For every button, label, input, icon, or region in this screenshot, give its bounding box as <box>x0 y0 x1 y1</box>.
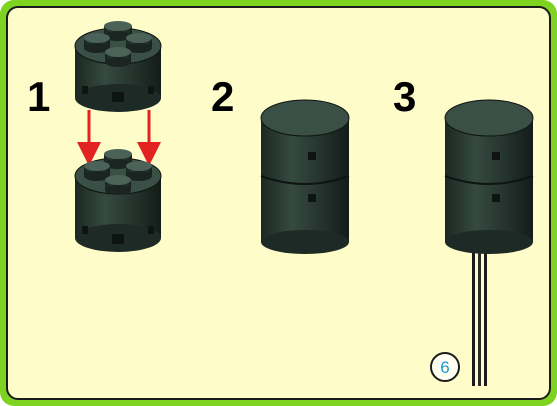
part-count-badge: 6 <box>430 352 460 382</box>
part-count-label: 6 <box>440 357 450 377</box>
round-brick-top <box>74 21 162 112</box>
stacked-cylinder <box>260 99 350 254</box>
step-number-3: 3 <box>393 73 417 120</box>
round-brick-bottom <box>74 149 162 252</box>
step-number-1: 1 <box>27 73 51 120</box>
instruction-panel: 1 2 3 <box>6 6 551 400</box>
cable-cylinder <box>444 99 534 386</box>
step-number-2: 2 <box>211 73 235 120</box>
assembly-illustration <box>74 21 534 386</box>
